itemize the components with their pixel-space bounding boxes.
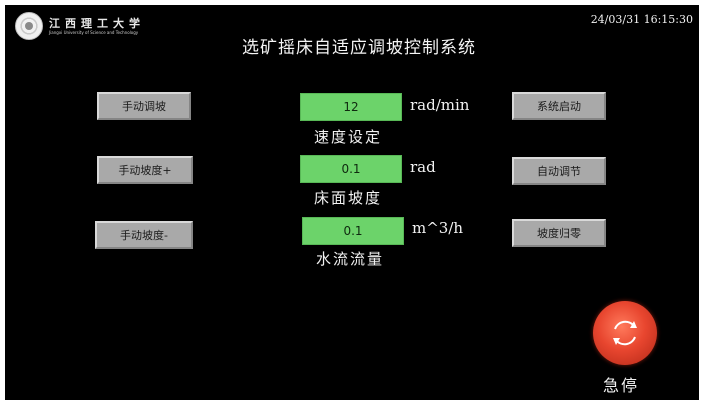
manual-slope-up-button[interactable]: 手动坡度+ <box>97 156 193 184</box>
university-name-cn: 江西理工大学 <box>49 16 145 30</box>
bed-slope-input[interactable]: 0.1 <box>300 155 402 183</box>
speed-unit: rad/min <box>410 96 470 114</box>
auto-adjust-button[interactable]: 自动调节 <box>512 157 606 185</box>
manual-slope-down-button[interactable]: 手动坡度- <box>95 221 193 249</box>
university-seal-icon <box>15 12 43 40</box>
water-flow-label: 水流流量 <box>316 250 385 268</box>
rotate-arrows-icon <box>613 320 637 346</box>
speed-input[interactable]: 12 <box>300 93 402 121</box>
hmi-screen: 江西理工大学 Jiangxi University of Science and… <box>5 5 699 400</box>
emergency-stop-label: 急停 <box>603 376 640 395</box>
university-name-en: Jiangxi University of Science and Techno… <box>49 29 139 35</box>
emergency-stop-button[interactable] <box>593 301 657 365</box>
page-title: 选矿摇床自适应调坡控制系统 <box>242 38 476 58</box>
university-logo: 江西理工大学 Jiangxi University of Science and… <box>15 11 145 41</box>
bed-slope-unit: rad <box>410 158 436 176</box>
water-flow-unit: m^3/h <box>412 219 464 237</box>
system-start-button[interactable]: 系统启动 <box>512 92 606 120</box>
university-name: 江西理工大学 Jiangxi University of Science and… <box>49 17 145 36</box>
speed-label: 速度设定 <box>314 128 383 146</box>
slope-reset-button[interactable]: 坡度归零 <box>512 219 606 247</box>
manual-slope-button[interactable]: 手动调坡 <box>97 92 191 120</box>
bed-slope-label: 床面坡度 <box>314 189 383 207</box>
datetime-display: 24/03/31 16:15:30 <box>590 13 693 26</box>
water-flow-input[interactable]: 0.1 <box>302 217 404 245</box>
